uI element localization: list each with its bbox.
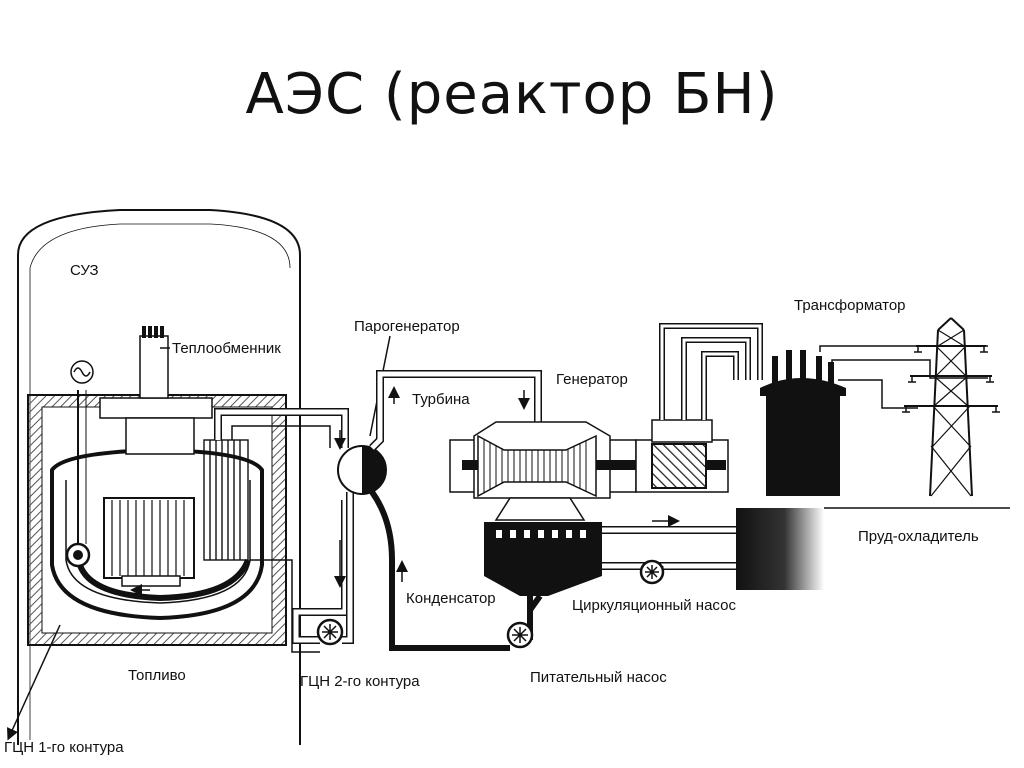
slide-title: АЭС (реактор БН) <box>245 62 779 127</box>
secondary-loop-pipes <box>214 408 354 653</box>
feed-pump-icon <box>506 621 534 649</box>
cooling-pond <box>736 508 824 590</box>
control-rod-drives <box>142 326 164 338</box>
label-leaders <box>7 347 170 741</box>
label-cooling-pond: Пруд-охладитель <box>858 528 979 545</box>
transformer <box>760 345 988 496</box>
secondary-pump-icon <box>316 618 344 646</box>
label-heat-exchanger: Теплообменник <box>172 340 281 357</box>
generator <box>635 419 729 493</box>
label-feed-pump: Питательный насос <box>530 669 667 686</box>
reactor-building <box>17 209 301 745</box>
primary-pump-icon <box>65 390 91 568</box>
reactor-vessel <box>27 326 287 646</box>
label-turbine: Турбина <box>412 391 470 408</box>
label-pump-loop1: ГЦН 1-го контура <box>4 739 124 756</box>
sine-wave-icon <box>70 360 94 384</box>
label-circulation-pump: Циркуляционный насос <box>572 597 736 614</box>
label-fuel: Топливо <box>128 667 186 684</box>
circulation-pump-icon <box>639 559 665 585</box>
label-transformer: Трансформатор <box>794 297 906 314</box>
steam-line <box>369 370 542 451</box>
steam-generator <box>337 335 391 495</box>
label-pump-loop2: ГЦН 2-го контура <box>300 673 420 690</box>
turbine <box>449 421 672 521</box>
label-steam-generator: Парогенератор <box>354 318 460 335</box>
condenser <box>484 522 602 612</box>
label-generator: Генератор <box>556 371 628 388</box>
power-wires <box>659 323 763 420</box>
cooling-water-lines <box>602 515 736 574</box>
transmission-tower-icon <box>902 317 1000 497</box>
label-condenser: Конденсатор <box>406 590 496 607</box>
label-suz: СУЗ <box>70 262 99 279</box>
